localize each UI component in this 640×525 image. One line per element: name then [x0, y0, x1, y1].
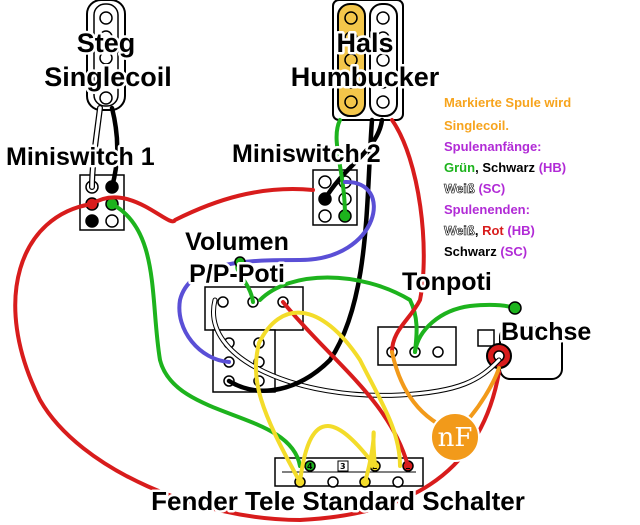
legend-weiss-2: Weiß [444, 223, 475, 238]
legend-schwarz-2: Schwarz [444, 244, 497, 259]
legend-anfaenge-sc: Weiß (SC) [444, 181, 505, 196]
switch-pin-3: 3 [340, 462, 346, 471]
legend-anfaenge-hb: Grün, Schwarz (HB) [444, 160, 566, 175]
legend-line-1: Markierte Spule wird [444, 95, 571, 110]
pot-ground-point [234, 256, 246, 268]
bridge-singlecoil-pickup [86, 0, 126, 111]
schalter-label: Fender Tele Standard Schalter [151, 486, 525, 516]
hals-subtitle: Humbucker [291, 62, 440, 92]
hals-title: Hals [336, 28, 393, 58]
volume-label: Volumen [185, 228, 289, 256]
legend-sc-1: (SC) [478, 181, 505, 196]
legend-enden-title: Spulenenden: [444, 202, 530, 217]
steg-title: Steg [77, 28, 136, 58]
steg-subtitle: Singlecoil [44, 62, 172, 92]
legend-enden-hb: Weiß, Rot (HB) [444, 223, 535, 238]
legend-enden-sc: Schwarz (SC) [444, 244, 527, 259]
legend-weiss-1: Weiß [444, 181, 475, 196]
legend-anfaenge-title: Spulenanfänge: [444, 139, 542, 154]
legend-sc-2: (SC) [500, 244, 527, 259]
legend: Markierte Spule wird Singlecoil. Spulena… [444, 95, 572, 259]
miniswitch-2 [312, 169, 358, 226]
buchse-label: Buchse [501, 318, 591, 346]
legend-gruen: Grün [444, 160, 475, 175]
switch-pin-4: 4 [307, 462, 313, 471]
miniswitch-1-label: Miniswitch 1 [6, 143, 155, 171]
legend-comma-2: , [475, 223, 479, 238]
volume-sublabel: P/P-Poti [189, 260, 285, 288]
legend-schwarz-1: Schwarz [482, 160, 535, 175]
legend-rot: Rot [482, 223, 504, 238]
wires [13, 105, 517, 522]
legend-hb-1: (HB) [539, 160, 566, 175]
capacitor-label: nF [438, 423, 473, 453]
neck-humbucker-pickup [332, 0, 404, 121]
tonpoti-label: Tonpoti [402, 268, 492, 296]
miniswitch-1 [79, 174, 125, 231]
miniswitch-2-label: Miniswitch 2 [232, 140, 381, 168]
tone-capacitor: nF [430, 412, 480, 462]
legend-line-2: Singlecoil. [444, 118, 509, 133]
jack-ground-point [508, 301, 522, 315]
legend-hb-2: (HB) [507, 223, 534, 238]
output-jack [477, 326, 563, 380]
legend-comma-1: , [475, 160, 479, 175]
